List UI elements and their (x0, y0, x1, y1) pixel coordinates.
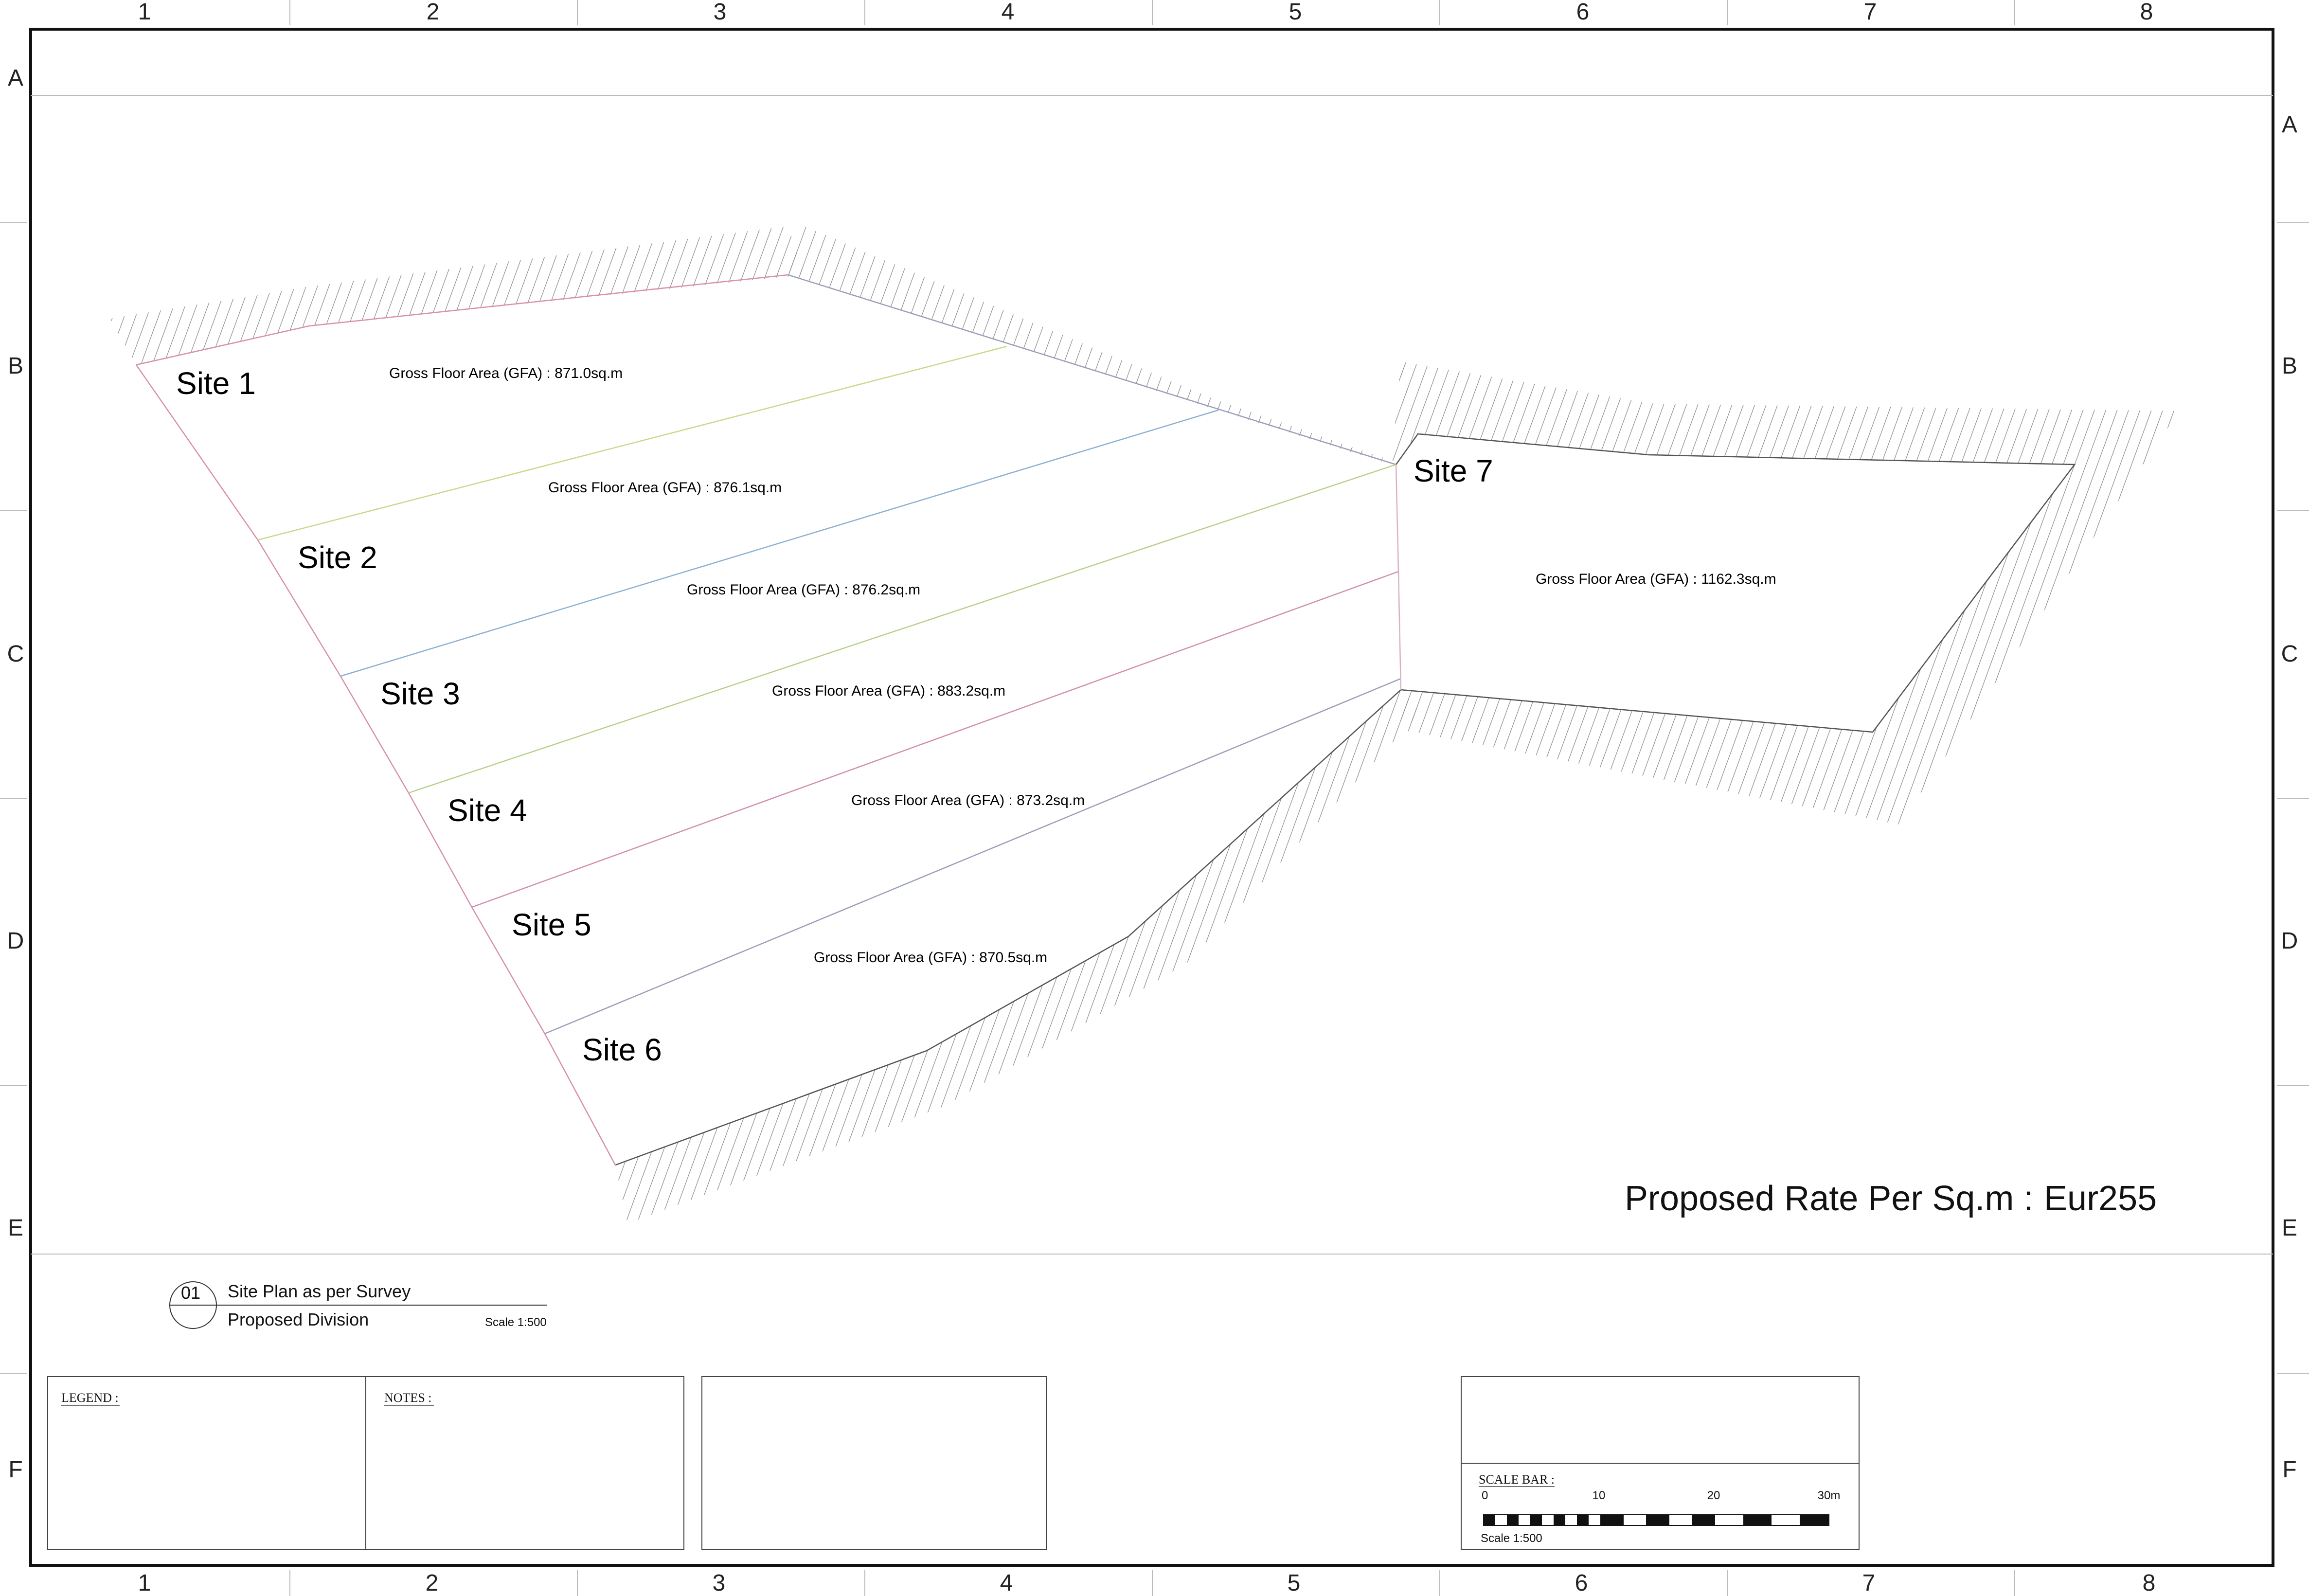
row-label-right: B (2282, 353, 2297, 379)
drawing-scale: Scale 1:500 (485, 1316, 547, 1329)
column-label-bottom: 3 (713, 1570, 726, 1596)
gfa-label: Gross Floor Area (GFA) : 876.2sq.m (687, 582, 920, 598)
gfa-label: Gross Floor Area (GFA) : 871.0sq.m (389, 365, 623, 381)
column-label-top: 4 (1002, 0, 1015, 25)
row-label-right: E (2282, 1215, 2297, 1241)
scale-bar-tick: 10 (1593, 1489, 1606, 1502)
row-label-right: F (2282, 1457, 2296, 1483)
site-label: Site 5 (512, 907, 591, 942)
site-label: Site 7 (1414, 453, 1493, 488)
division-line-2-3 (340, 409, 1219, 677)
scale-bar-title: SCALE BAR : (1479, 1472, 1555, 1487)
scale-bar-tick: 0 (1482, 1489, 1488, 1502)
row-label-left: B (8, 353, 23, 379)
column-label-top: 6 (1576, 0, 1590, 25)
site-division-lines (257, 345, 1402, 1035)
row-label-left: A (8, 65, 23, 91)
site-label: Site 3 (380, 676, 460, 711)
blank-box (701, 1376, 1047, 1550)
hatch-band-site7-right (1873, 411, 2179, 825)
hatch-band-top-left (110, 226, 805, 365)
row-ticks (0, 222, 2309, 1374)
row-label-right: C (2281, 641, 2298, 667)
row-label-right: A (2282, 112, 2297, 138)
division-line-3-4 (408, 464, 1396, 794)
sheet-border (29, 28, 2274, 1567)
row-label-left: D (7, 928, 24, 954)
site-label: Site 4 (447, 793, 527, 828)
division-line-4-5 (471, 571, 1399, 908)
site-label: Site 1 (176, 366, 256, 401)
column-label-bottom: 6 (1575, 1570, 1588, 1596)
column-label-bottom: 5 (1288, 1570, 1301, 1596)
row-label-left: F (8, 1457, 22, 1483)
column-label-top: 3 (714, 0, 727, 25)
scale-bar-scale: Scale 1:500 (1481, 1532, 1542, 1545)
row-label-right: D (2281, 928, 2298, 954)
drawing-number: 01 (181, 1283, 200, 1303)
division-line-1-2 (257, 345, 1007, 541)
column-label-top: 7 (1864, 0, 1877, 25)
column-label-bottom: 1 (138, 1570, 151, 1596)
site-label: Site 6 (582, 1032, 662, 1067)
column-label-top: 1 (138, 0, 151, 25)
gfa-label: Gross Floor Area (GFA) : 876.1sq.m (548, 480, 782, 496)
hatch-band-top-middle (788, 226, 1418, 465)
column-ticks (289, 0, 2015, 1596)
division-line-5-6 (544, 678, 1401, 1035)
gfa-label: Gross Floor Area (GFA) : 883.2sq.m (772, 683, 1005, 699)
column-label-bottom: 2 (426, 1570, 439, 1596)
scale-bar-tick: 20 (1707, 1489, 1720, 1502)
scale-bar-graphic (1483, 1514, 1829, 1526)
drawing-subtitle: Proposed Division (228, 1309, 369, 1329)
column-label-top: 5 (1289, 0, 1302, 25)
row-label-left: E (8, 1215, 23, 1241)
gfa-label: Gross Floor Area (GFA) : 870.5sq.m (814, 950, 1047, 966)
legend-title: LEGEND : (61, 1391, 119, 1405)
proposed-rate-value: Eur255 (2044, 1179, 2157, 1218)
site-label: Site 2 (298, 540, 377, 575)
column-label-top: 8 (2140, 0, 2153, 25)
column-label-bottom: 7 (1862, 1570, 1876, 1596)
column-label-top: 2 (427, 0, 440, 25)
hatch-band-site7-bottom (1401, 690, 1899, 825)
drawing-title: Site Plan as per Survey (228, 1281, 411, 1301)
row-label-left: C (7, 641, 24, 667)
proposed-rate-label: Proposed Rate Per Sq.m : (1625, 1179, 2033, 1218)
division-line-site7 (1395, 464, 1402, 690)
scale-bar-tick: 30m (1818, 1489, 1841, 1502)
gfa-label: Gross Floor Area (GFA) : 873.2sq.m (851, 792, 1085, 808)
column-label-bottom: 8 (2143, 1570, 2156, 1596)
gfa-label: Gross Floor Area (GFA) : 1162.3sq.m (1536, 571, 1776, 587)
column-label-bottom: 4 (1000, 1570, 1013, 1596)
notes-title: NOTES : (384, 1391, 432, 1405)
hatch-band-site7-top (1396, 361, 2179, 465)
hatch-band-bottom (615, 690, 1420, 1223)
